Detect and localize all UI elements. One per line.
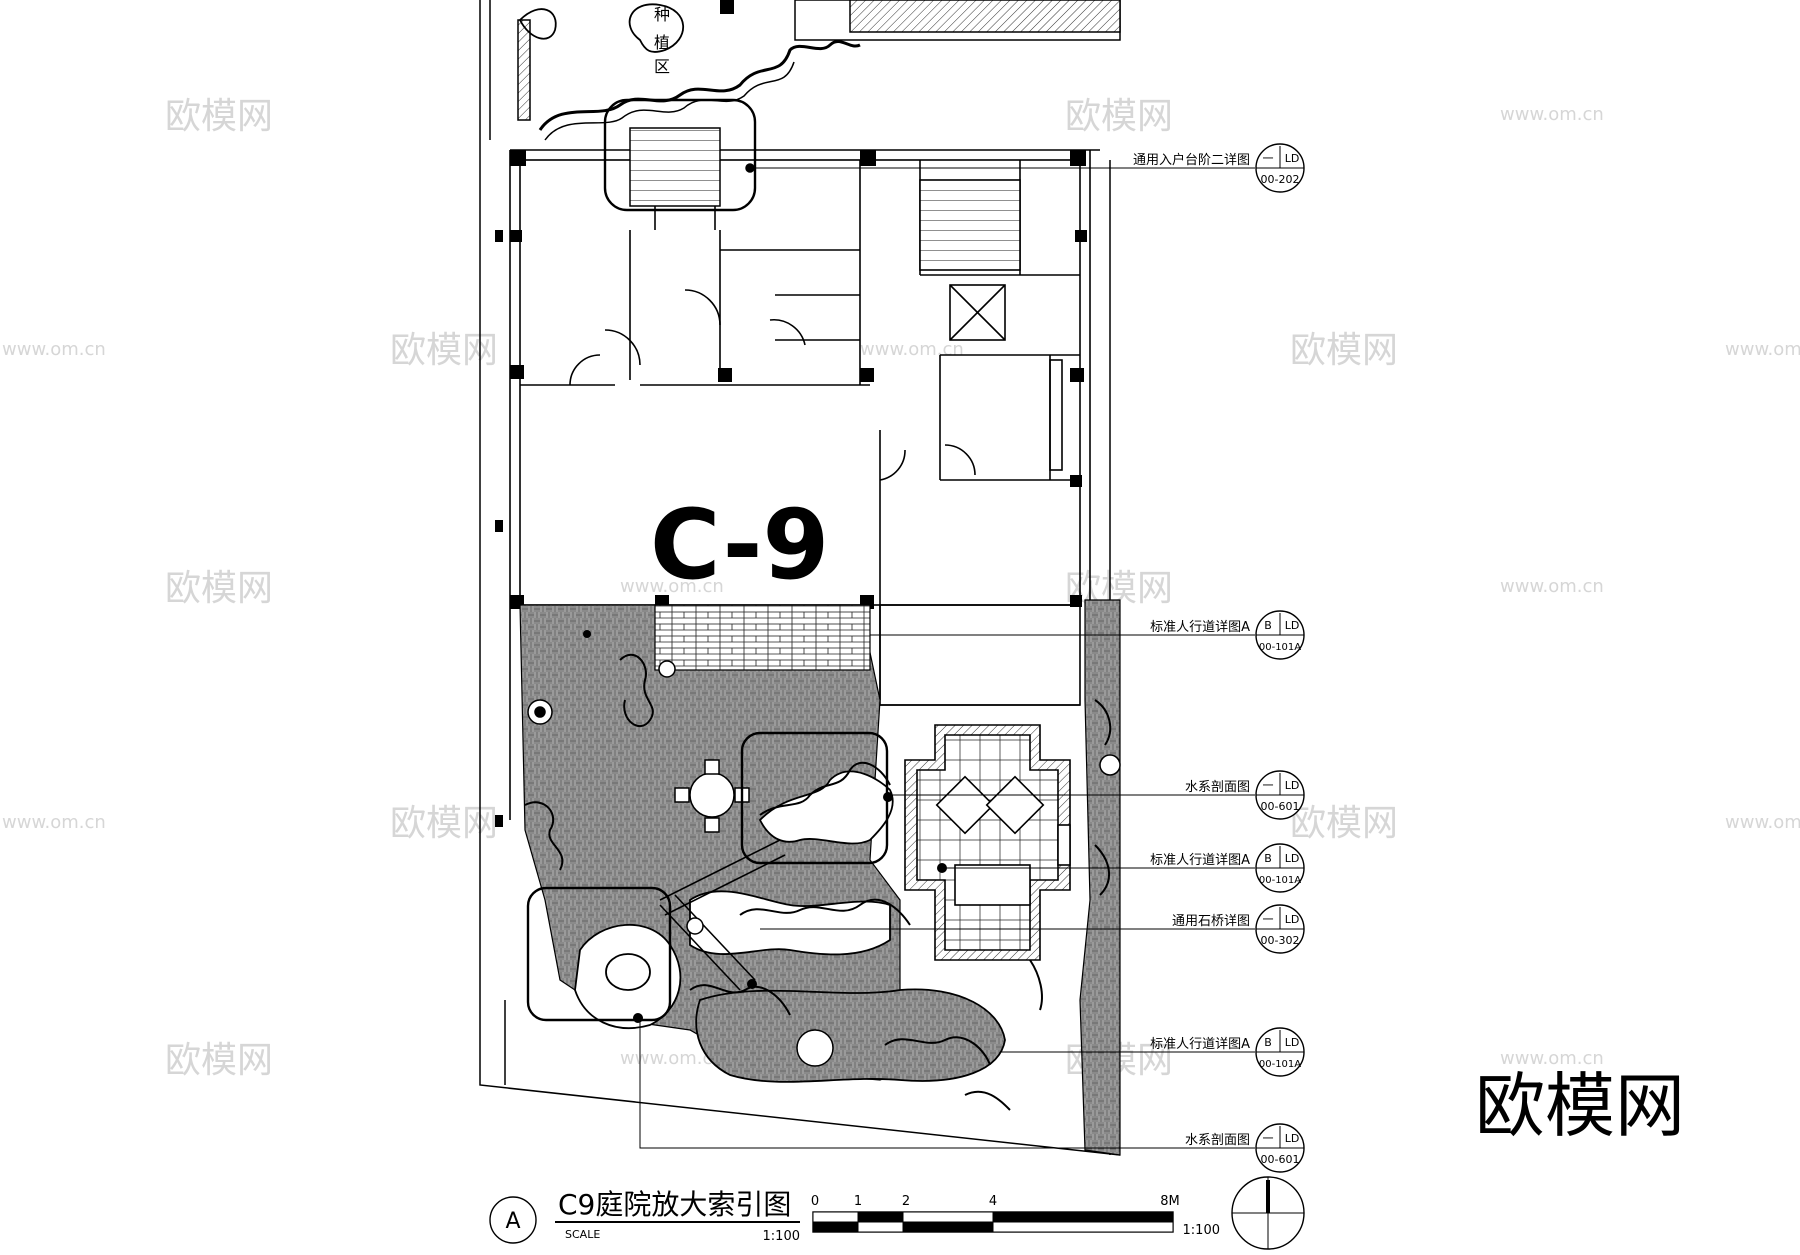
watermark-text: 欧模网 [390, 330, 498, 371]
detail-marker-ref: LD [1285, 779, 1300, 792]
planting-area-char: 种 [654, 5, 670, 24]
building-walls [509, 149, 1100, 820]
detail-marker: 一 LD 00-302 [1255, 904, 1305, 954]
watermark-url: www.om.cn [2, 339, 106, 360]
watermark-url: www.om.cn [2, 812, 106, 833]
planting-area-char: 区 [654, 57, 670, 76]
bridges [659, 839, 786, 991]
leader-lines [639, 167, 1255, 1149]
detail-marker-sheet: 00-601 [1261, 800, 1300, 813]
rockery [524, 653, 1112, 1111]
scale-tick: 2 [902, 1194, 910, 1209]
detail-marker-top: B [1264, 1036, 1272, 1049]
furniture [527, 660, 1121, 1067]
detail-marker: 一 LD 00-601 [1255, 770, 1305, 820]
drawing-title: C9庭院放大索引图 [558, 1188, 791, 1221]
detail-marker-sheet: 00-101A [1259, 642, 1301, 653]
detail-marker-ref: LD [1285, 913, 1300, 926]
detail-marker-sheet: 00-302 [1261, 934, 1300, 947]
watermark-url: www.om.cn [1725, 812, 1800, 833]
corner-watermark: 欧模网 [1475, 1065, 1685, 1147]
callout-label: 通用石桥详图 [1172, 914, 1250, 929]
watermark-url: www.om.cn [1500, 1048, 1604, 1069]
watermark-url: www.om.cn [620, 576, 724, 597]
scale-tick: 0 [811, 1194, 819, 1209]
watermark-url: www.om.cn [1500, 576, 1604, 597]
watermark-text: 欧模网 [165, 568, 273, 609]
detail-marker-ref: LD [1285, 152, 1300, 165]
building-label: C-9 [650, 489, 829, 601]
detail-marker: 一 LD 00-202 [1255, 143, 1305, 193]
detail-marker-top: 一 [1263, 779, 1274, 792]
callout-7: 水系剖面图 一 LD 00-601 [1185, 1123, 1305, 1173]
scale-caption: SCALE [565, 1228, 600, 1241]
callout-label: 通用入户台阶二详图 [1133, 152, 1250, 168]
watermark-text: 欧模网 [165, 1040, 273, 1081]
pavilion-terrace [904, 724, 1071, 961]
leader-dots [583, 630, 947, 1023]
scale-tick: 8M [1160, 1194, 1180, 1209]
detail-marker: B LD 00-101A [1255, 843, 1305, 893]
watermark-text: 欧模网 [165, 96, 273, 137]
entrance-steps [603, 98, 757, 212]
detail-marker-ref: LD [1285, 1132, 1300, 1145]
detail-marker-top: B [1264, 619, 1272, 632]
scale-bar-ratio: 1:100 [1183, 1223, 1220, 1238]
planting-area-char: 植 [654, 33, 670, 52]
watermark-text: 欧模网 [1290, 330, 1398, 371]
callout-1: 通用入户台阶二详图 一 LD 00-202 [1133, 143, 1305, 193]
scale-tick: 4 [989, 1194, 997, 1209]
callout-4: 标准人行道详图A B LD 00-101A [1150, 843, 1305, 893]
watermark-text: 欧模网 [390, 803, 498, 844]
water-feature [574, 770, 1006, 1083]
north-arrow-icon [1231, 1176, 1305, 1250]
detail-marker-sheet: 00-101A [1259, 1059, 1301, 1070]
detail-marker: 一 LD 00-601 [1255, 1123, 1305, 1173]
detail-marker: B LD 00-101A [1255, 610, 1305, 660]
scale-ratio: 1:100 [763, 1229, 800, 1244]
watermark-text: 欧模网 [1065, 96, 1173, 137]
detail-marker-ref: LD [1285, 1036, 1300, 1049]
detail-marker-ref: LD [1285, 852, 1300, 865]
callout-label: 标准人行道详图A [1150, 853, 1250, 868]
planting-area-label: 种 植 区 [654, 5, 670, 76]
callout-2: 标准人行道详图A B LD 00-101A [1150, 610, 1305, 660]
scale-bar: 0 1 2 4 8M 1:100 [811, 1194, 1220, 1238]
watermark-url: www.om.cn [620, 1048, 724, 1069]
detail-marker-ref: LD [1285, 619, 1300, 632]
callout-label: 标准人行道详图A [1150, 620, 1250, 635]
watermarks: 欧模网 欧模网 www.om.cn www.om.cn 欧模网 www.om.c… [2, 96, 1800, 1081]
watermark-url: www.om.cn [1500, 104, 1604, 125]
scale-tick: 1 [854, 1194, 862, 1209]
detail-marker-sheet: 00-202 [1261, 173, 1300, 186]
detail-marker-top: B [1264, 852, 1272, 865]
callout-6: 标准人行道详图A B LD 00-101A [1150, 1027, 1305, 1077]
detail-marker-top: 一 [1263, 913, 1274, 926]
callout-label: 标准人行道详图A [1150, 1037, 1250, 1052]
callout-label: 水系剖面图 [1185, 1133, 1250, 1148]
callout-label: 水系剖面图 [1185, 780, 1250, 795]
callout-5: 通用石桥详图 一 LD 00-302 [1172, 904, 1305, 954]
detail-marker-top: 一 [1263, 152, 1274, 165]
watermark-url: www.om.cn [860, 339, 964, 360]
watermark-url: www.om.cn [1725, 339, 1800, 360]
detail-marker-sheet: 00-101A [1259, 875, 1301, 886]
structural-columns [495, 0, 1087, 827]
view-letter-circle [489, 1196, 537, 1244]
detail-marker-sheet: 00-601 [1261, 1153, 1300, 1166]
title-block: A C9庭院放大索引图 SCALE 1:100 [489, 1188, 800, 1244]
callout-3: 水系剖面图 一 LD 00-601 [1185, 770, 1305, 820]
detail-marker-top: 一 [1263, 1132, 1274, 1145]
view-letter: A [505, 1209, 520, 1234]
watermark-text: 欧模网 [1290, 803, 1398, 844]
detail-marker: B LD 00-101A [1255, 1027, 1305, 1077]
